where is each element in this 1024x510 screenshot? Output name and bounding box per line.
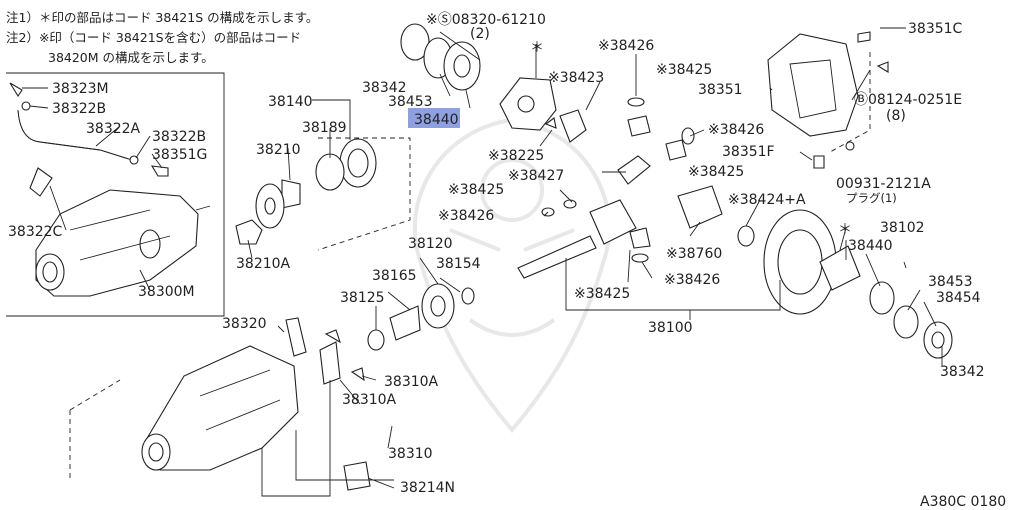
label-38310: 38310 xyxy=(388,446,433,462)
label-bolt-08124: Ⓑ08124-0251E xyxy=(854,92,962,108)
label-38351: 38351 xyxy=(698,82,743,98)
label-38427: ※38427 xyxy=(508,168,564,184)
inset-parts xyxy=(9,82,211,297)
label-38440-top[interactable]: 38440 xyxy=(414,112,459,128)
note-line-3: 38420M の構成を示します。 xyxy=(48,50,214,65)
label-38322B-inset-upper: 38322B xyxy=(52,101,106,117)
label-38424A: ※38424+A xyxy=(728,192,806,208)
label-38453-right: 38453 xyxy=(928,274,973,290)
highlighted-part-38440[interactable] xyxy=(408,108,460,128)
label-38310A-lower: 38310A xyxy=(342,392,397,408)
label-38165: 38165 xyxy=(372,268,417,284)
label-38102: 38102 xyxy=(880,220,925,236)
label-38423: ※38423 xyxy=(548,70,604,86)
label-38225: ※38225 xyxy=(488,148,544,164)
asterisk-mark-lower: ＊ xyxy=(838,222,852,238)
label-bolt-08124-qty: (8) xyxy=(886,108,906,124)
inset-panel xyxy=(6,72,225,317)
label-38125: 38125 xyxy=(340,290,385,306)
label-38189: 38189 xyxy=(302,120,347,136)
label-38425-c: ※38425 xyxy=(688,164,744,180)
label-38322A: 38322A xyxy=(86,121,141,137)
label-38453-top: 38453 xyxy=(388,94,433,110)
label-38440-right: 38440 xyxy=(848,238,893,254)
label-38425-a: ※38425 xyxy=(656,62,712,78)
label-38454: 38454 xyxy=(936,290,981,306)
label-plug-text: プラグ(1) xyxy=(846,191,897,205)
label-38426-a: ※38426 xyxy=(598,38,654,54)
diff-carrier xyxy=(69,317,394,497)
figure-code: A380C 0180 xyxy=(920,494,1006,510)
differential-gears xyxy=(499,77,755,263)
label-plug-00931: 00931-2121A xyxy=(836,176,931,192)
leader-lines xyxy=(22,27,943,489)
label-38214N: 38214N xyxy=(400,480,455,496)
asterisk-mark-upper: ＊ xyxy=(530,40,544,56)
lower-pinion-parts xyxy=(367,283,475,351)
note-line-2: 注2）※印（コード 38421Sを含む）の部品はコード xyxy=(6,30,301,45)
label-38342-top: 38342 xyxy=(362,80,407,96)
watermark-emblem xyxy=(412,117,612,434)
label-38426-c: ※38426 xyxy=(708,122,764,138)
label-38425-b: ※38425 xyxy=(448,182,504,198)
label-38140: 38140 xyxy=(268,94,313,110)
ring-gear xyxy=(565,209,953,359)
label-38100: 38100 xyxy=(648,320,693,336)
label-38342-right: 38342 xyxy=(940,364,985,380)
drive-pinion xyxy=(517,199,637,279)
label-38120: 38120 xyxy=(408,236,453,252)
label-38351G: 38351G xyxy=(152,147,207,163)
label-38210: 38210 xyxy=(256,142,301,158)
label-38310A-upper: 38310A xyxy=(384,374,439,390)
label-38154: 38154 xyxy=(436,256,481,272)
rear-cover xyxy=(767,31,889,169)
label-38426-b: ※38426 xyxy=(438,208,494,224)
label-38320: 38320 xyxy=(222,316,267,332)
label-bolt-08320-qty: (2) xyxy=(470,26,490,42)
label-38322B-inset-lower: 38322B xyxy=(152,129,206,145)
label-bolt-08320: ※Ⓢ08320-61210 xyxy=(426,12,546,28)
label-38425-d: ※38425 xyxy=(574,286,630,302)
label-38322C: 38322C xyxy=(8,224,63,240)
pinion-parts xyxy=(235,137,411,251)
label-38760: ※38760 xyxy=(666,246,722,262)
label-38351F: 38351F xyxy=(722,144,775,160)
label-38351C: 38351C xyxy=(908,21,963,37)
note-line-1: 注1）＊印の部品はコード 38421S の構成を示します。 xyxy=(6,10,318,25)
label-38426-d: ※38426 xyxy=(664,272,720,288)
label-38323M: 38323M xyxy=(52,81,109,97)
label-38300M: 38300M xyxy=(138,284,195,300)
label-38210A: 38210A xyxy=(236,256,291,272)
